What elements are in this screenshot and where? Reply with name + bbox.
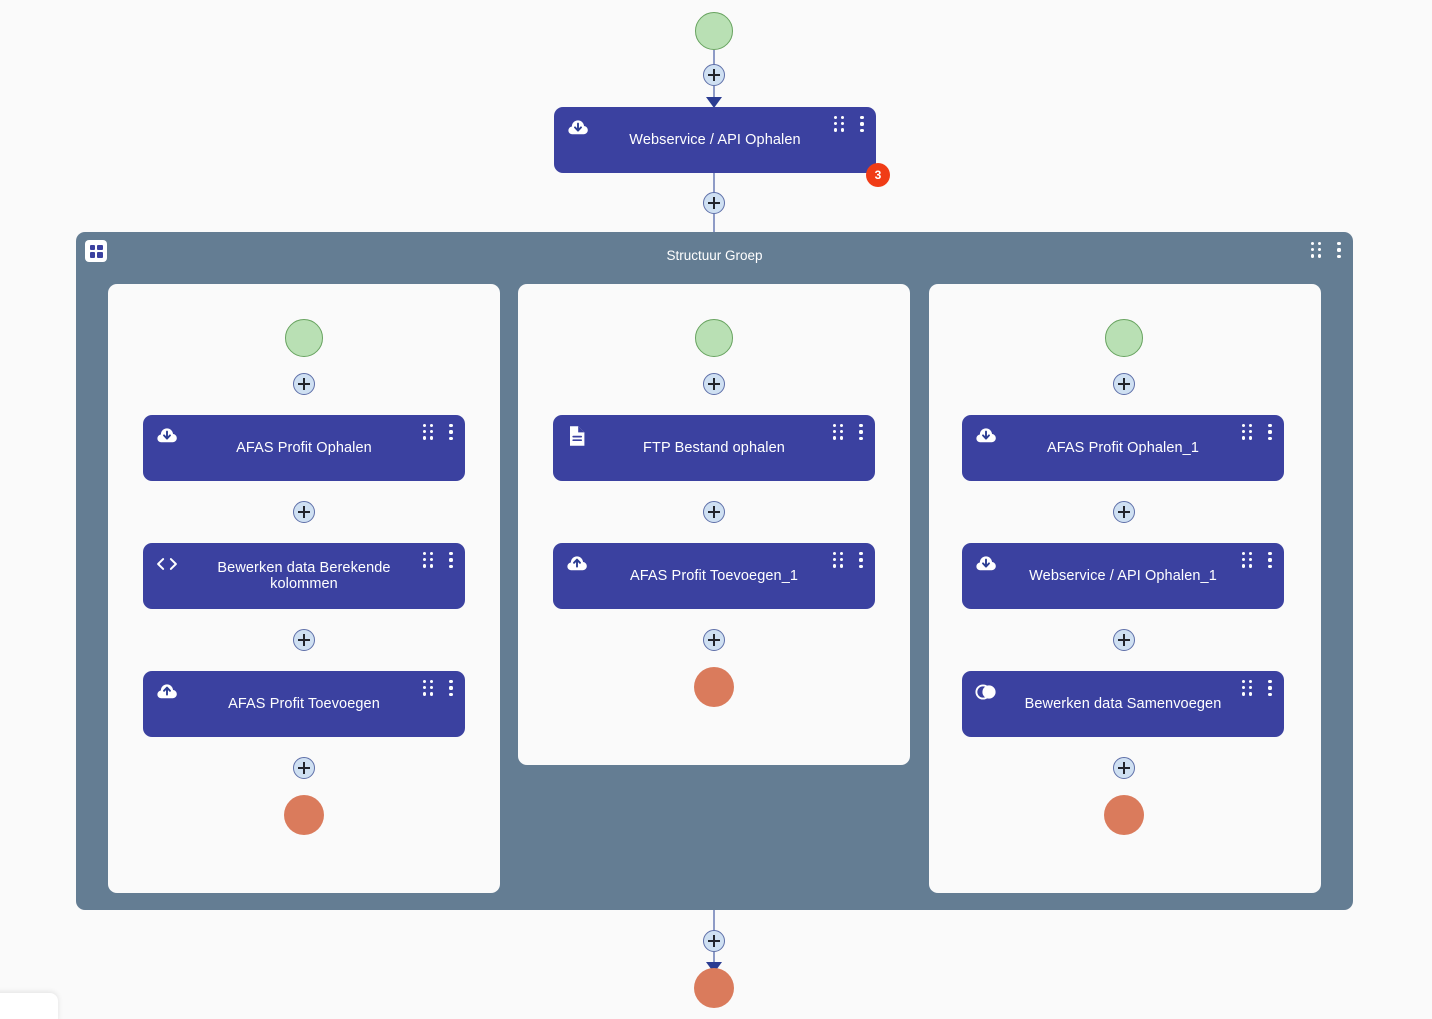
drag-handle-icon[interactable]	[1242, 424, 1253, 440]
step-node-bewerken-data-samenvoegen[interactable]: Bewerken data Samenvoegen	[962, 671, 1284, 737]
add-step-button-l1-3[interactable]	[293, 629, 315, 651]
drag-handle-icon[interactable]	[834, 116, 845, 132]
add-step-button-l3-1[interactable]	[1113, 373, 1135, 395]
cloud-download-icon	[565, 115, 591, 141]
kebab-menu-icon[interactable]	[449, 680, 453, 696]
step-node-webservice-api-ophalen[interactable]: Webservice / API Ophalen 3	[554, 107, 890, 187]
cloud-upload-icon	[154, 679, 180, 705]
edge-add-to-group	[713, 214, 715, 232]
edge-step-to-add	[713, 173, 715, 193]
edge-add-to-end	[713, 952, 715, 968]
add-step-button-l3-4[interactable]	[1113, 757, 1135, 779]
arrow-into-end	[706, 962, 722, 973]
add-step-button-before-group[interactable]	[703, 192, 725, 214]
status-badge[interactable]: 3	[866, 163, 890, 187]
merge-circles-icon	[973, 679, 999, 705]
edge-add-to-step	[713, 86, 715, 102]
cloud-download-icon	[973, 423, 999, 449]
step-node-ftp-bestand-ophalen[interactable]: FTP Bestand ophalen	[553, 415, 875, 481]
kebab-menu-icon[interactable]	[860, 116, 864, 132]
end-node-lane-middle[interactable]	[694, 667, 734, 707]
step-node-afas-profit-toevoegen-1[interactable]: AFAS Profit Toevoegen_1	[553, 543, 875, 609]
step-node-webservice-api-ophalen-1[interactable]: Webservice / API Ophalen_1	[962, 543, 1284, 609]
step-label: AFAS Profit Toevoegen	[228, 696, 380, 712]
kebab-menu-icon[interactable]	[1268, 552, 1272, 568]
add-step-button-l3-2[interactable]	[1113, 501, 1135, 523]
cloud-upload-icon	[564, 551, 590, 577]
start-node-lane-right[interactable]	[1105, 319, 1143, 357]
kebab-menu-icon[interactable]	[1337, 242, 1341, 258]
end-node-lane-right[interactable]	[1104, 795, 1144, 835]
step-label: Bewerken data Berekende kolommen	[217, 560, 391, 592]
kebab-menu-icon[interactable]	[449, 552, 453, 568]
kebab-menu-icon[interactable]	[859, 552, 863, 568]
start-node-lane-middle[interactable]	[695, 319, 733, 357]
add-step-button-l1-4[interactable]	[293, 757, 315, 779]
start-node-main[interactable]	[695, 12, 733, 50]
step-node-bewerken-data-berekende-kolommen[interactable]: Bewerken data Berekende kolommen	[143, 543, 465, 609]
kebab-menu-icon[interactable]	[859, 424, 863, 440]
drag-handle-icon[interactable]	[833, 424, 844, 440]
drag-handle-icon[interactable]	[423, 552, 434, 568]
step-label: Webservice / API Ophalen_1	[1029, 568, 1217, 584]
step-label: AFAS Profit Ophalen_1	[1046, 440, 1200, 456]
drag-handle-icon[interactable]	[423, 424, 434, 440]
add-step-button-l1-1[interactable]	[293, 373, 315, 395]
drag-handle-icon[interactable]	[1242, 552, 1253, 568]
add-step-button-l1-2[interactable]	[293, 501, 315, 523]
step-label: Bewerken data Samenvoegen	[1024, 696, 1222, 712]
step-label: AFAS Profit Ophalen	[236, 440, 372, 456]
add-step-button-main-bottom[interactable]	[703, 930, 725, 952]
add-step-button-l2-1[interactable]	[703, 373, 725, 395]
group-title: Structuur Groep	[666, 248, 763, 263]
drag-handle-icon[interactable]	[1242, 680, 1253, 696]
document-icon	[564, 423, 590, 449]
arrow-into-webservice	[706, 97, 722, 108]
step-label: AFAS Profit Toevoegen_1	[629, 568, 799, 584]
add-step-button-l3-3[interactable]	[1113, 629, 1135, 651]
edge-group-to-add	[713, 910, 715, 931]
cloud-download-icon	[154, 423, 180, 449]
kebab-menu-icon[interactable]	[1268, 680, 1272, 696]
step-node-afas-profit-ophalen[interactable]: AFAS Profit Ophalen	[143, 415, 465, 481]
code-brackets-icon	[154, 551, 180, 577]
floating-corner-panel[interactable]	[0, 993, 58, 1019]
drag-handle-icon[interactable]	[1311, 242, 1322, 258]
step-label: Webservice / API Ophalen	[629, 132, 801, 148]
end-node-lane-left[interactable]	[284, 795, 324, 835]
kebab-menu-icon[interactable]	[449, 424, 453, 440]
step-node-afas-profit-toevoegen[interactable]: AFAS Profit Toevoegen	[143, 671, 465, 737]
drag-handle-icon[interactable]	[833, 552, 844, 568]
start-node-lane-left[interactable]	[285, 319, 323, 357]
group-grid-icon[interactable]	[85, 240, 107, 262]
add-step-button-main-top[interactable]	[703, 64, 725, 86]
kebab-menu-icon[interactable]	[1268, 424, 1272, 440]
step-node-afas-profit-ophalen-1[interactable]: AFAS Profit Ophalen_1	[962, 415, 1284, 481]
cloud-download-icon	[973, 551, 999, 577]
step-label: FTP Bestand ophalen	[643, 440, 785, 456]
drag-handle-icon[interactable]	[423, 680, 434, 696]
add-step-button-l2-2[interactable]	[703, 501, 725, 523]
end-node-main[interactable]	[694, 968, 734, 1008]
add-step-button-l2-3[interactable]	[703, 629, 725, 651]
